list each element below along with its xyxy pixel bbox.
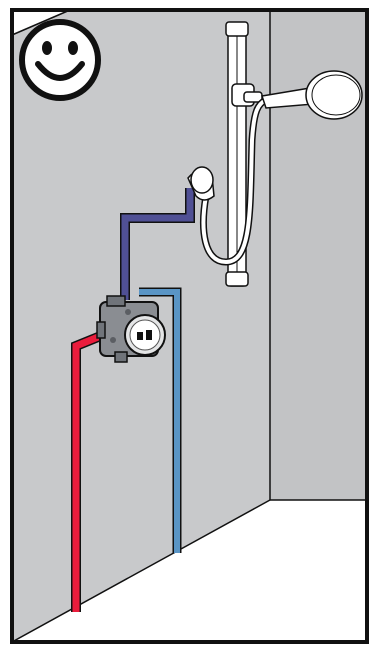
- mixing-valve-body: [97, 296, 165, 362]
- smiley-face-icon: [22, 22, 98, 98]
